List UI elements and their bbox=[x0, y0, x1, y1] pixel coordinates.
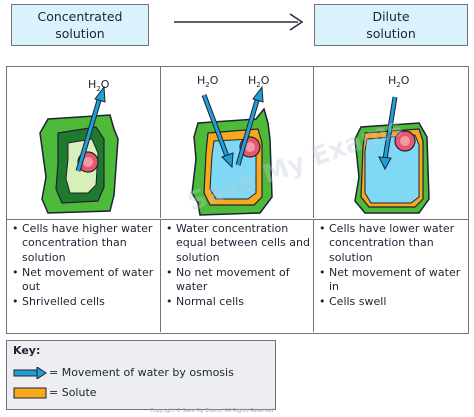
vacuole bbox=[364, 134, 420, 204]
description-item: Net movement of water in bbox=[319, 266, 463, 295]
header-concentrated-line1: Concentrated bbox=[37, 9, 123, 24]
description-panels bbox=[6, 219, 469, 334]
description-item: Cells have higher water concentration th… bbox=[12, 222, 156, 265]
legend: Key: = Movement of water by osmosis = So… bbox=[6, 340, 276, 410]
cell-panel-3 bbox=[313, 66, 466, 218]
header-concentrated-line2: solution bbox=[55, 26, 105, 41]
description-item: Water concentration equal between cells … bbox=[166, 222, 310, 265]
description-concentrated: Cells have higher water concentration th… bbox=[12, 222, 156, 330]
cell1-water-label: H2O bbox=[88, 78, 110, 94]
legend-title: Key: bbox=[13, 344, 41, 357]
cell2-water-label-right: H2O bbox=[248, 74, 270, 90]
description-item: Cells have lower water concentration tha… bbox=[319, 222, 463, 265]
water-arrow-icon bbox=[13, 366, 47, 379]
swollen-cell-diagram bbox=[354, 96, 430, 214]
description-item: No net movement of water bbox=[166, 266, 310, 295]
legend-water-text: = Movement of water by osmosis bbox=[49, 366, 234, 379]
header-dilute-line2: solution bbox=[366, 26, 416, 41]
solute-swatch-icon bbox=[13, 387, 47, 398]
header-dilute: Dilute solution bbox=[314, 4, 468, 46]
description-dilute: Cells have lower water concentration tha… bbox=[319, 222, 463, 330]
legend-solute-text: = Solute bbox=[49, 386, 97, 399]
cell-panel-2 bbox=[160, 66, 313, 218]
legend-row-solute: = Solute bbox=[13, 386, 97, 399]
divider bbox=[160, 219, 161, 332]
direction-arrow bbox=[174, 13, 304, 31]
copyright: Copyright © Save My Exams. All Rights Re… bbox=[150, 408, 274, 414]
cell3-water-label: H2O bbox=[388, 74, 410, 90]
description-item: Normal cells bbox=[166, 295, 310, 310]
description-item: Net movement of water out bbox=[12, 266, 156, 295]
header-concentrated: Concentrated solution bbox=[11, 4, 149, 46]
description-equal: Water concentration equal between cells … bbox=[166, 222, 310, 330]
description-item: Cells swell bbox=[319, 295, 463, 310]
header-dilute-line1: Dilute bbox=[372, 9, 410, 24]
cell2-water-label-left: H2O bbox=[197, 74, 219, 90]
shrivelled-cell-diagram bbox=[39, 85, 119, 214]
description-item: Shrivelled cells bbox=[12, 295, 156, 310]
divider bbox=[313, 219, 314, 332]
legend-row-water: = Movement of water by osmosis bbox=[13, 366, 234, 379]
normal-cell-diagram bbox=[191, 85, 273, 216]
